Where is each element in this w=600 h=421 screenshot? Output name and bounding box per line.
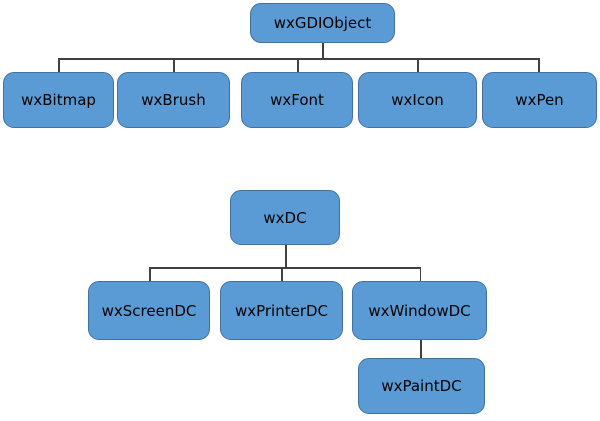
connector-d2-stub-wxprinterdc (281, 267, 283, 281)
connector-d2-stub-wxscreendc (149, 267, 151, 281)
connector-d1-stub-wxbitmap (58, 58, 60, 72)
node-wxpen: wxPen (482, 72, 597, 128)
node-wxgdiobject: wxGDIObject (250, 3, 395, 43)
connector-d2-root-drop (285, 245, 287, 267)
connector-d1-stub-wxicon (417, 58, 419, 72)
connector-d1-stub-wxfont (297, 58, 299, 72)
node-wxwindowdc: wxWindowDC (352, 281, 487, 340)
connector-d1-root-drop (322, 43, 324, 58)
node-wxscreendc: wxScreenDC (88, 281, 210, 340)
node-wxfont: wxFont (241, 72, 353, 128)
connector-d1-stub-wxbrush (173, 58, 175, 72)
node-wxicon: wxIcon (358, 72, 477, 128)
node-wxdc: wxDC (230, 190, 340, 245)
connector-d2-wxwindowdc-to-wxpaintdc (420, 340, 422, 358)
connector-d1-hbar (58, 58, 540, 60)
connector-d2-hbar (149, 267, 421, 269)
connector-d1-stub-wxpen (538, 58, 540, 72)
connector-d2-stub-wxwindowdc (419, 267, 421, 281)
node-wxbrush: wxBrush (117, 72, 230, 128)
node-wxbitmap: wxBitmap (3, 72, 114, 128)
node-wxpaintdc: wxPaintDC (358, 358, 485, 414)
node-wxprinterdc: wxPrinterDC (220, 281, 343, 340)
